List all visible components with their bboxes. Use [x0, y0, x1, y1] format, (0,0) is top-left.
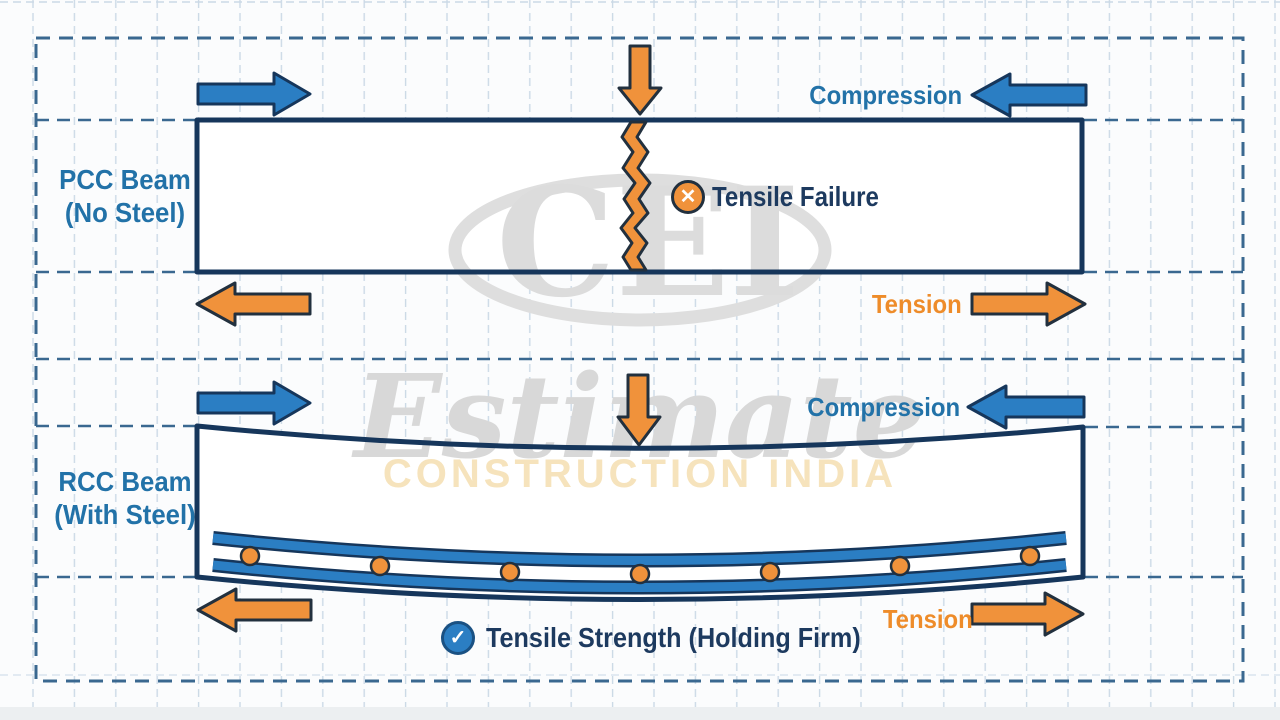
rcc-beam-label: RCC Beam (With Steel) — [28, 465, 221, 531]
tensile-failure-icon: ✕ — [671, 180, 705, 214]
beam1-guide-lines — [36, 118, 1243, 274]
tension-label-beam2: Tension — [883, 604, 973, 634]
rcc-beam-label-line2: (With Steel) — [54, 499, 196, 530]
load-arrow-beam2 — [616, 373, 662, 447]
tensile-strength-icon: ✓ — [441, 621, 475, 655]
compression-arrow-right-beam2 — [966, 384, 1086, 430]
pcc-beam-label-line2: (No Steel) — [64, 197, 186, 228]
compression-label-beam1: Compression — [809, 80, 962, 110]
rebar-dots — [239, 545, 1041, 585]
pcc-beam-label: PCC Beam (No Steel) — [28, 163, 221, 229]
pcc-beam-label-line1: PCC Beam — [59, 164, 191, 195]
tension-arrow-right-beam2 — [970, 591, 1085, 637]
rebar-bars — [212, 531, 1067, 595]
compression-arrow-left-beam2 — [196, 380, 312, 426]
load-arrow-beam1 — [617, 44, 663, 116]
tension-arrow-left-beam2 — [196, 587, 313, 633]
compression-arrow-left-beam1 — [196, 71, 312, 117]
tension-arrow-right-beam1 — [970, 281, 1087, 327]
rcc-beam-label-line1: RCC Beam — [58, 466, 192, 497]
pcc-beam-outline — [194, 117, 1085, 275]
compression-arrow-right-beam1 — [970, 72, 1088, 118]
tension-label-beam1: Tension — [872, 289, 962, 319]
tension-arrow-left-beam1 — [195, 281, 312, 327]
tensile-failure-label: Tensile Failure — [712, 181, 879, 212]
compression-label-beam2: Compression — [807, 392, 960, 422]
crack — [619, 120, 652, 272]
beam2-guide-lines — [36, 424, 1243, 579]
tensile-strength-label: Tensile Strength (Holding Firm) — [486, 622, 861, 653]
watermark-subtitle: CONSTRUCTION INDIA — [382, 452, 898, 496]
rcc-beam-outline — [194, 423, 1086, 602]
bottom-strip — [0, 707, 1280, 720]
